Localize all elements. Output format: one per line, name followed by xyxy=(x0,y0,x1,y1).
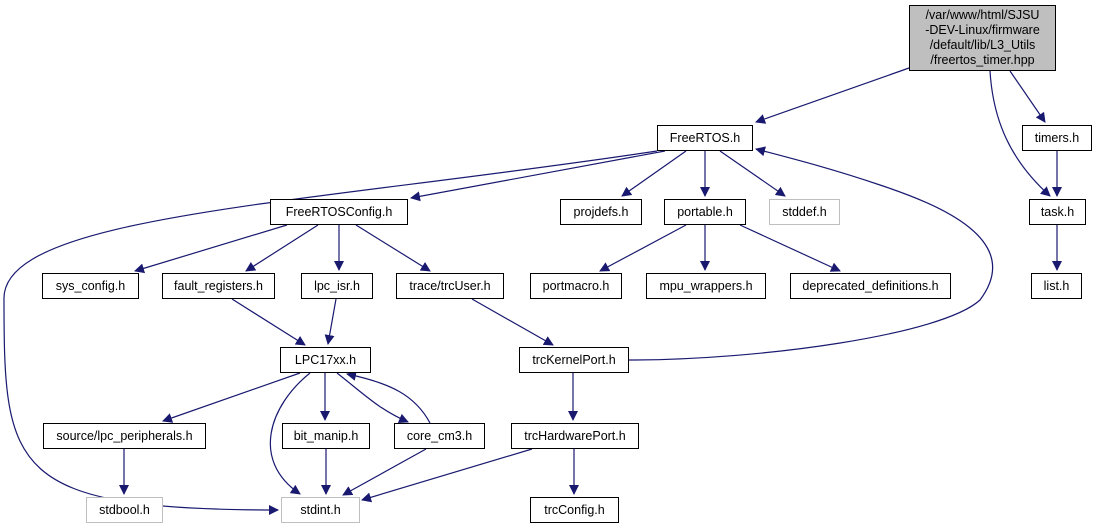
node-bit-manip-h[interactable]: bit_manip.h xyxy=(282,423,370,449)
node-lpc17xx-h[interactable]: LPC17xx.h xyxy=(280,347,371,373)
node-label: lpc_isr.h xyxy=(314,278,360,293)
node-trckernelport-h[interactable]: trcKernelPort.h xyxy=(519,347,629,373)
node-freertosconfig-h[interactable]: FreeRTOSConfig.h xyxy=(270,199,408,225)
node-label: mpu_wrappers.h xyxy=(659,278,753,293)
edge-lpc17xx-to-lpc_peripherals xyxy=(162,372,301,423)
edge-freertosconfig-to-sys_config xyxy=(134,224,288,274)
edge-core_cm3-to-lpc17xx xyxy=(346,370,431,424)
node-source-lpc-peripherals-h[interactable]: source/lpc_peripherals.h xyxy=(43,423,206,449)
edge-trchardwareport-to-stdint xyxy=(361,448,533,503)
node-portmacro-h[interactable]: portmacro.h xyxy=(530,273,622,299)
edge-freertos-to-stdint xyxy=(3,150,658,515)
node-label: portable.h xyxy=(677,204,733,219)
node-label: LPC17xx.h xyxy=(294,352,357,367)
node-label: projdefs.h xyxy=(573,204,629,219)
node-list-h[interactable]: list.h xyxy=(1031,273,1082,299)
node-label: sys_config.h xyxy=(55,278,126,293)
root-line-1: /var/www/html/SJSU xyxy=(925,8,1040,22)
node-portable-h[interactable]: portable.h xyxy=(664,199,746,225)
edge-trckernelport-to-freertos xyxy=(628,146,994,361)
node-label: source/lpc_peripherals.h xyxy=(56,428,193,443)
dependency-edges xyxy=(3,67,1062,515)
root-line-2: -DEV-Linux/firmware xyxy=(925,23,1040,37)
edge-freertosconfig-to-fault_registers xyxy=(245,224,319,272)
edge-portable-to-deprecated xyxy=(739,224,841,272)
node-lpc-isr-h[interactable]: lpc_isr.h xyxy=(301,273,373,299)
edge-root-to-task xyxy=(989,70,1051,197)
node-sys-config-h[interactable]: sys_config.h xyxy=(42,273,139,299)
node-label: trcHardwarePort.h xyxy=(524,428,626,443)
node-stdint-h[interactable]: stdint.h xyxy=(281,497,360,523)
node-fault-registers-h[interactable]: fault_registers.h xyxy=(162,273,275,299)
node-label: trcConfig.h xyxy=(544,502,605,517)
edge-core_cm3-to-stdint xyxy=(342,448,427,496)
node-trcconfig-h[interactable]: trcConfig.h xyxy=(530,497,619,523)
edge-lpc_isr-to-lpc17xx xyxy=(324,298,337,345)
node-label: FreeRTOS.h xyxy=(669,130,741,145)
node-label: list.h xyxy=(1043,278,1070,293)
node-label: stdbool.h xyxy=(99,502,150,517)
node-task-h[interactable]: task.h xyxy=(1029,199,1086,225)
edge-freertosconfig-to-trcuser xyxy=(355,224,431,272)
node-label: task.h xyxy=(1040,204,1075,219)
node-label: stddef.h xyxy=(782,204,827,219)
node-mpu-wrappers-h[interactable]: mpu_wrappers.h xyxy=(646,273,766,299)
node-label: trace/trcUser.h xyxy=(409,278,491,293)
edge-freertos-to-projdefs xyxy=(621,150,687,197)
node-label: core_cm3.h xyxy=(406,428,473,443)
node-trace-trcuser-h[interactable]: trace/trcUser.h xyxy=(396,273,504,299)
root-line-3: /default/lib/L3_Utils xyxy=(929,38,1036,52)
node-label: trcKernelPort.h xyxy=(532,352,616,367)
node-deprecated-definitions-h[interactable]: deprecated_definitions.h xyxy=(790,273,951,299)
node-label: fault_registers.h xyxy=(174,278,263,293)
edge-root-to-freertos xyxy=(755,67,910,124)
node-timers-h[interactable]: timers.h xyxy=(1022,125,1092,151)
node-stddef-h[interactable]: stddef.h xyxy=(769,199,840,225)
edge-portable-to-portmacro xyxy=(599,224,687,272)
root-line-4: /freertos_timer.hpp xyxy=(930,53,1035,67)
node-root-file: /var/www/html/SJSU -DEV-Linux/firmware /… xyxy=(909,5,1056,71)
edge-lpc17xx-to-core_cm3 xyxy=(336,372,409,424)
edge-root-to-timers xyxy=(1009,70,1046,123)
node-trchardwareport-h[interactable]: trcHardwarePort.h xyxy=(511,423,639,449)
edge-lpc17xx-to-stdint xyxy=(269,372,311,495)
node-stdbool-h[interactable]: stdbool.h xyxy=(86,497,163,523)
edge-fault_registers-to-lpc17xx xyxy=(231,298,306,346)
node-projdefs-h[interactable]: projdefs.h xyxy=(560,199,642,225)
node-core-cm3-h[interactable]: core_cm3.h xyxy=(394,423,485,449)
edge-trcuser-to-trckernelport xyxy=(471,298,554,346)
node-label: timers.h xyxy=(1034,130,1080,145)
edge-freertos-to-freertosconfig xyxy=(410,150,666,202)
edge-freertos-to-stddef xyxy=(719,150,786,197)
node-label: FreeRTOSConfig.h xyxy=(285,204,393,219)
node-label: stdint.h xyxy=(300,502,341,517)
node-label: deprecated_definitions.h xyxy=(802,278,939,293)
node-label: bit_manip.h xyxy=(293,428,359,443)
node-freertos-h[interactable]: FreeRTOS.h xyxy=(657,125,753,151)
node-label: portmacro.h xyxy=(542,278,610,293)
